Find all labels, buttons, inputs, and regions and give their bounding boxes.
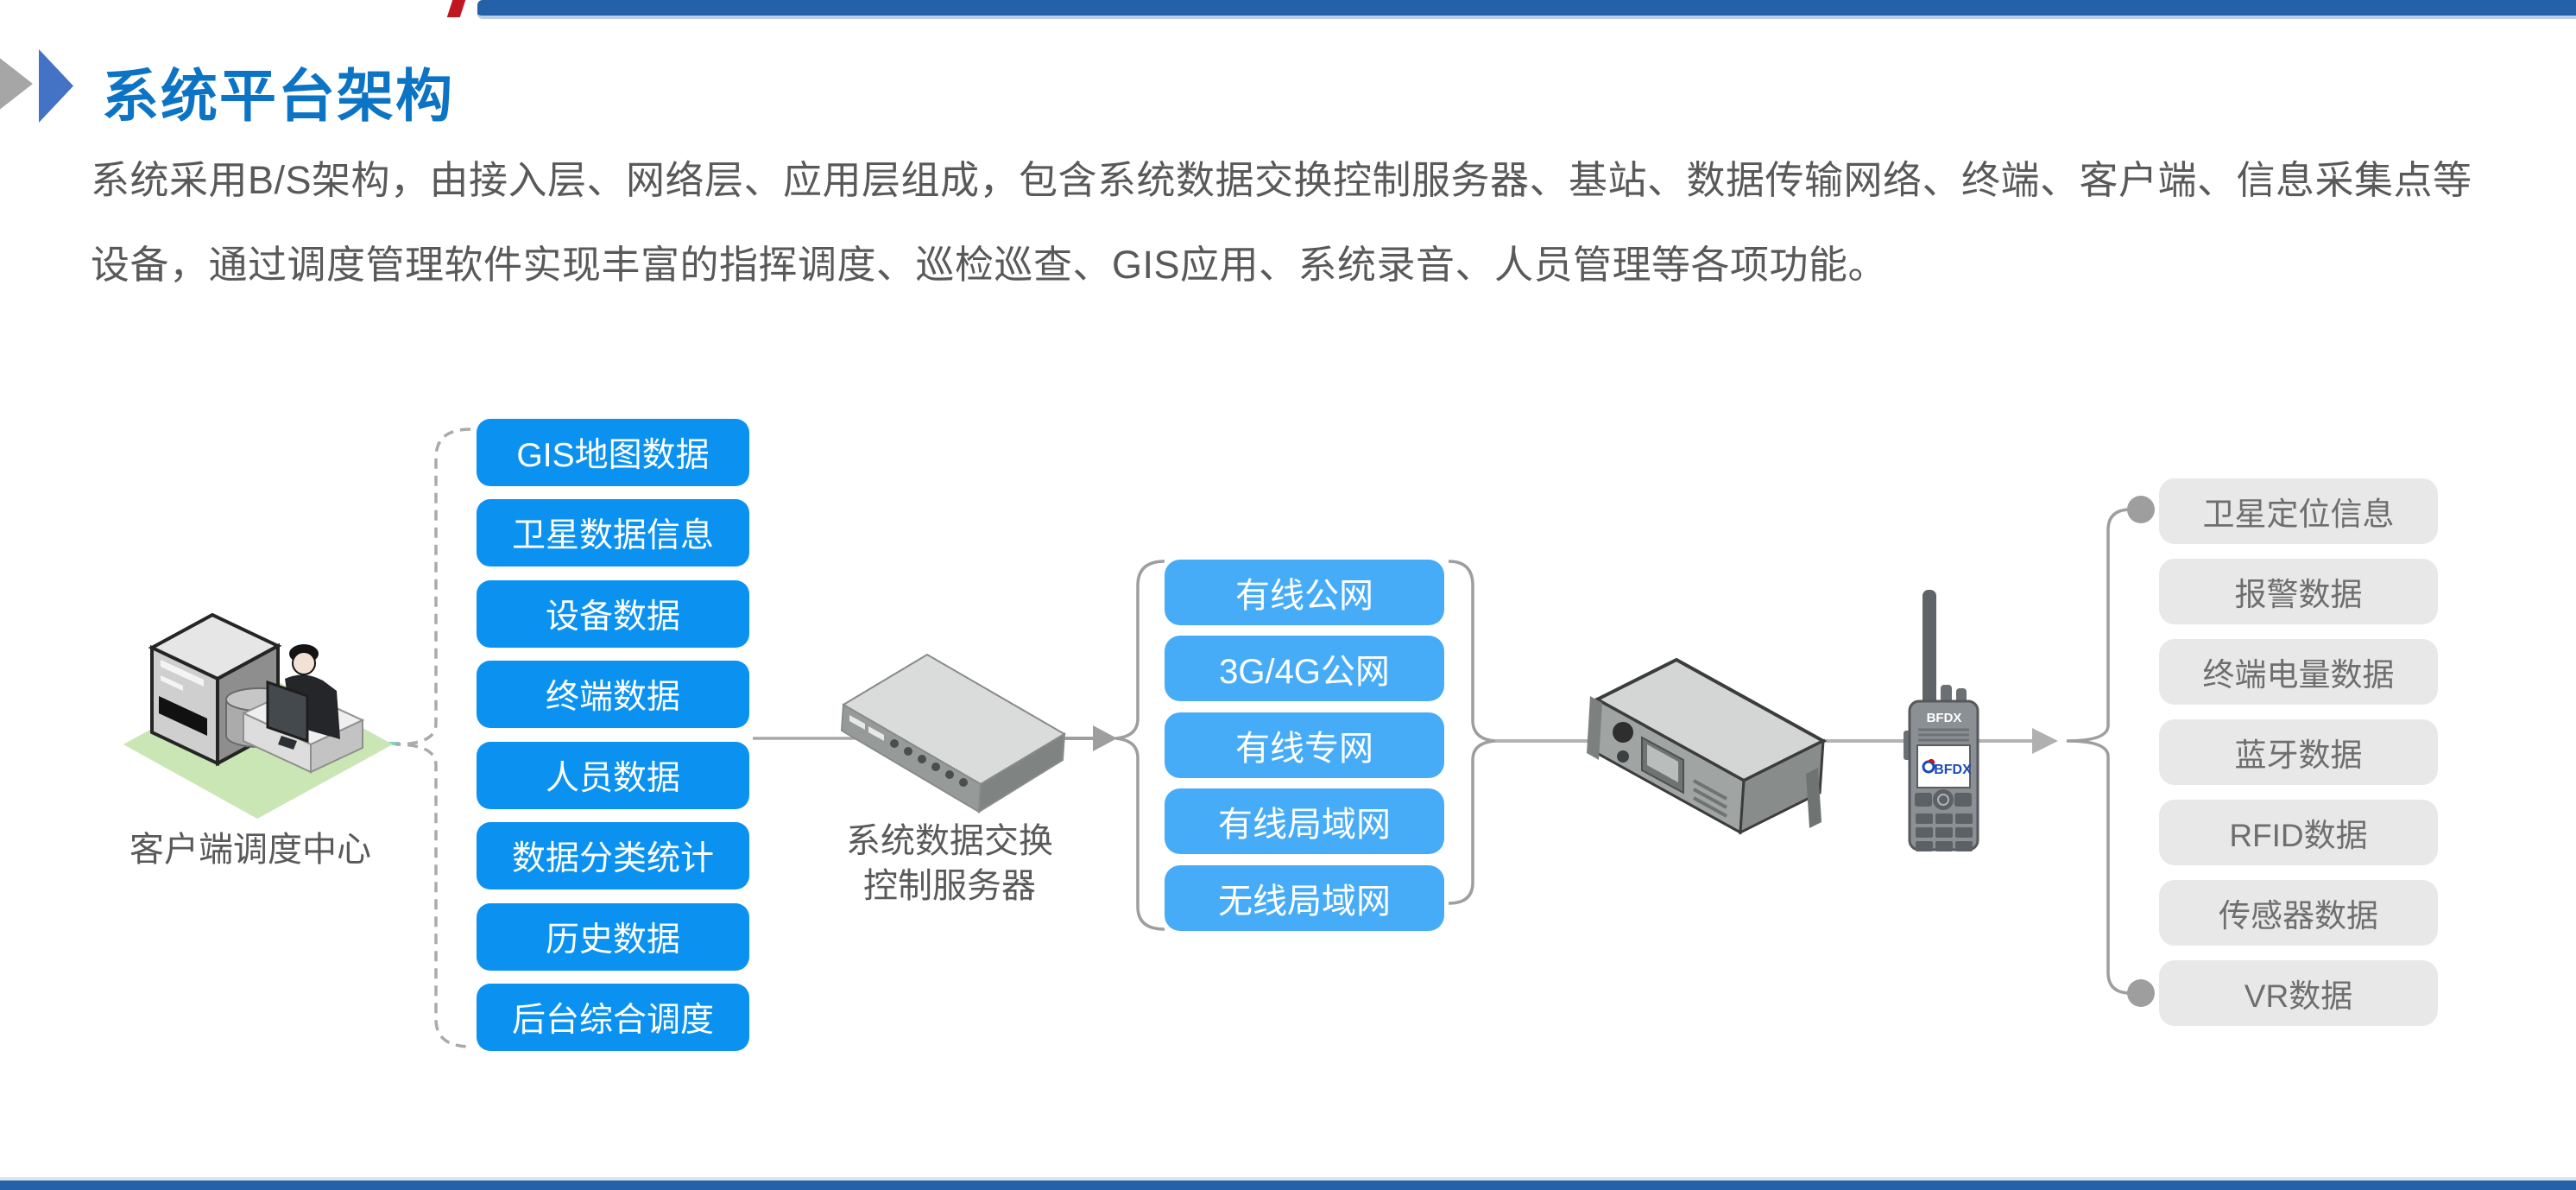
terminal-data-box: 报警数据 [2159, 559, 2438, 624]
terminal-data-box: 蓝牙数据 [2159, 719, 2438, 785]
network-box: 3G/4G公网 [1165, 636, 1444, 701]
connector-terminal-brace [2066, 496, 2155, 1007]
client-data-box: 终端数据 [477, 661, 749, 728]
client-data-box: 后台综合调度 [477, 984, 749, 1051]
server-label: 系统数据交换 控制服务器 [816, 819, 1083, 908]
client-data-box: 设备数据 [477, 580, 749, 648]
client-data-box: 人员数据 [477, 742, 749, 809]
terminal-data-box: 传感器数据 [2159, 880, 2438, 946]
radio-brand-label: BFDX [1927, 711, 1962, 725]
repeater-illustration [1587, 657, 1828, 835]
exchange-server-illustration [840, 653, 1066, 813]
connector-client-brace [376, 427, 471, 1048]
network-box: 有线专网 [1165, 712, 1444, 778]
client-data-box: 数据分类统计 [477, 822, 749, 889]
client-center-label: 客户端调度中心 [129, 831, 371, 869]
client-workstation-illustration [123, 612, 393, 819]
client-data-box: GIS地图数据 [477, 419, 749, 486]
server-label-line-1: 系统数据交换 [846, 822, 1053, 860]
terminal-data-box: 终端电量数据 [2159, 639, 2438, 705]
connector-networks-left-brace [1114, 560, 1165, 931]
server-label-line-2: 控制服务器 [863, 867, 1036, 905]
description-line-1: 系统采用B/S架构，由接入层、网络层、应用层组成，包含系统数据交换控制服务器、基… [91, 158, 2472, 202]
top-bar [477, 0, 2576, 19]
radio-screen-brand-label: BFDX [1934, 763, 1972, 777]
terminal-data-box: 卫星定位信息 [2159, 478, 2438, 544]
network-box: 有线公网 [1165, 560, 1444, 625]
terminal-data-box: RFID数据 [2159, 800, 2438, 865]
network-box: 有线局域网 [1165, 788, 1444, 854]
connector-networks-right-brace [1448, 560, 1496, 905]
network-box: 无线局域网 [1165, 865, 1444, 931]
bottom-bar [0, 1177, 2576, 1190]
page-title: 系统平台架构 [102, 64, 454, 128]
terminal-data-box: VR数据 [2159, 960, 2438, 1026]
client-data-box: 历史数据 [477, 903, 749, 971]
client-data-box: 卫星数据信息 [477, 499, 749, 567]
description-line-2: 设备，通过调度管理软件实现丰富的指挥调度、巡检巡查、GIS应用、系统录音、人员管… [91, 243, 1888, 287]
portable-radio-illustration: BFDX BFDX [1904, 590, 1979, 851]
